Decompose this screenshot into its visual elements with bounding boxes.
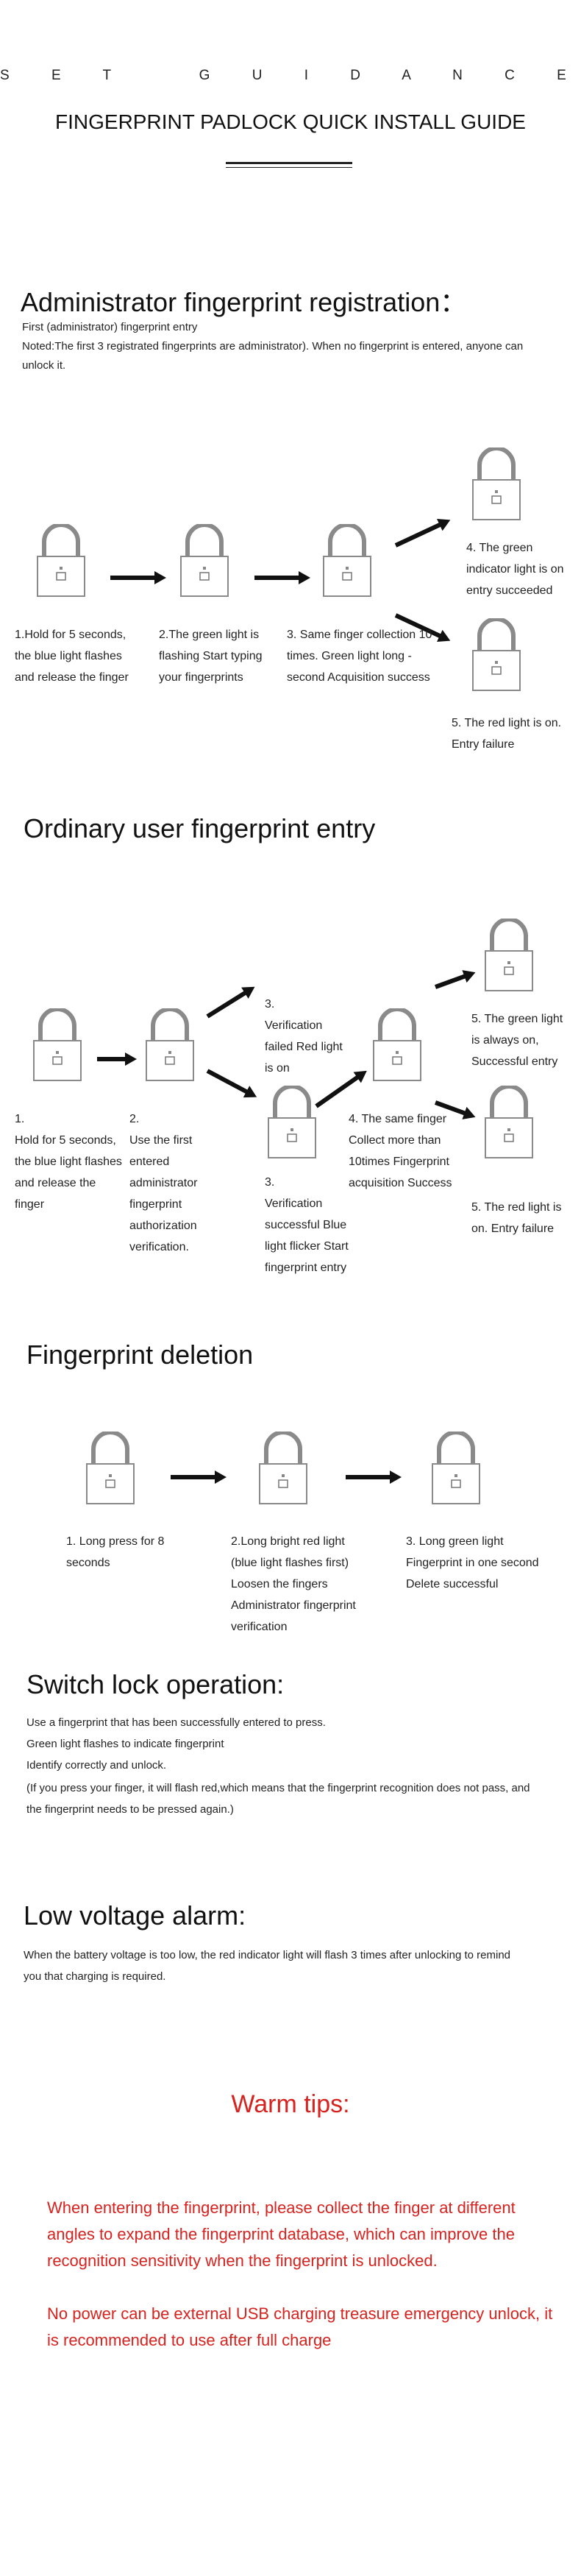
warm-tips-heading: Warm tips: bbox=[231, 2090, 350, 2118]
padlock-icon bbox=[266, 1086, 318, 1159]
deletion-step-1: 1. Long press for 8 seconds bbox=[66, 1535, 165, 1569]
padlock-icon bbox=[471, 447, 522, 521]
warm-tips-para-1: When entering the fingerprint, please co… bbox=[47, 2198, 516, 2270]
arrow-right-icon bbox=[346, 1471, 402, 1484]
admin-step-5: 5. The red light is on. Entry failure bbox=[452, 717, 562, 751]
ordinary-step-1: 1. Hold for 5 seconds, the blue light fl… bbox=[15, 1113, 122, 1211]
padlock-icon bbox=[85, 1432, 136, 1505]
admin-step-3: 3. Same finger collection 10 times. Gree… bbox=[287, 629, 432, 684]
switch-line-4: (If you press your finger, it will flash… bbox=[26, 1782, 530, 1816]
admin-step-1: 1.Hold for 5 seconds, the blue light fla… bbox=[15, 629, 129, 684]
admin-line1: First (administrator) fingerprint entry bbox=[22, 321, 198, 333]
switch-line-1: Use a fingerprint that has been successf… bbox=[26, 1716, 326, 1729]
arrow-right-icon bbox=[110, 571, 166, 584]
ordinary-heading: Ordinary user fingerprint entry bbox=[24, 813, 376, 843]
switch-heading: Switch lock operation: bbox=[26, 1669, 285, 1699]
padlock-icon bbox=[179, 524, 230, 598]
deletion-step-3: 3. Long green light Fingerprint in one s… bbox=[406, 1535, 539, 1590]
arrow-up-right-icon bbox=[206, 990, 248, 1019]
deletion-heading: Fingerprint deletion bbox=[26, 1340, 254, 1370]
title-underline-thin bbox=[226, 167, 352, 168]
arrow-up-right-icon bbox=[434, 974, 467, 989]
padlock-icon bbox=[144, 1008, 196, 1082]
ordinary-step-3-failed: 3. Verification failed Red light is on bbox=[265, 998, 343, 1075]
padlock-icon bbox=[257, 1432, 309, 1505]
arrow-down-right-icon bbox=[206, 1069, 249, 1094]
admin-note: Noted:The first 3 registrated fingerprin… bbox=[22, 340, 524, 372]
arrow-up-right-icon bbox=[315, 1075, 360, 1108]
ordinary-step-2: 2. Use the first entered administrator f… bbox=[129, 1113, 198, 1253]
arrow-right-icon bbox=[254, 571, 310, 584]
padlock-icon bbox=[471, 618, 522, 692]
title-underline bbox=[226, 162, 352, 164]
padlock-icon bbox=[35, 524, 87, 598]
ordinary-step-4: 4. The same finger Collect more than 10t… bbox=[349, 1113, 452, 1189]
arrow-up-right-icon bbox=[394, 522, 442, 548]
ordinary-step-5-success: 5. The green light is always on, Success… bbox=[471, 1013, 563, 1068]
padlock-icon bbox=[483, 1086, 535, 1159]
admin-heading: Administrator fingerprint registration： bbox=[21, 287, 467, 317]
low-voltage-text: When the battery voltage is too low, the… bbox=[24, 1949, 510, 1983]
switch-line-3: Identify correctly and unlock. bbox=[26, 1759, 167, 1772]
switch-line-2: Green light flashes to indicate fingerpr… bbox=[26, 1738, 224, 1750]
arrow-right-icon bbox=[97, 1052, 137, 1066]
set-guidance-kicker: S E T G U I D A N C E bbox=[0, 68, 581, 83]
deletion-step-2: 2.Long bright red light (blue light flas… bbox=[231, 1535, 356, 1633]
admin-step-2: 2.The green light is flashing Start typi… bbox=[159, 629, 263, 684]
admin-step-4: 4. The green indicator light is on entry… bbox=[466, 542, 564, 597]
padlock-icon bbox=[321, 524, 373, 598]
padlock-icon bbox=[32, 1008, 83, 1082]
ordinary-step-5-failure: 5. The red light is on. Entry failure bbox=[471, 1201, 562, 1235]
padlock-icon bbox=[371, 1008, 423, 1082]
page-title: FINGERPRINT PADLOCK QUICK INSTALL GUIDE bbox=[55, 110, 526, 133]
ordinary-step-3-success: 3. Verification successful Blue light fl… bbox=[265, 1176, 349, 1274]
warm-tips-para-2: No power can be external USB charging tr… bbox=[47, 2304, 553, 2349]
padlock-icon bbox=[430, 1432, 482, 1505]
padlock-icon bbox=[483, 919, 535, 992]
arrow-right-icon bbox=[171, 1471, 227, 1484]
low-voltage-heading: Low voltage alarm: bbox=[24, 1900, 246, 1931]
